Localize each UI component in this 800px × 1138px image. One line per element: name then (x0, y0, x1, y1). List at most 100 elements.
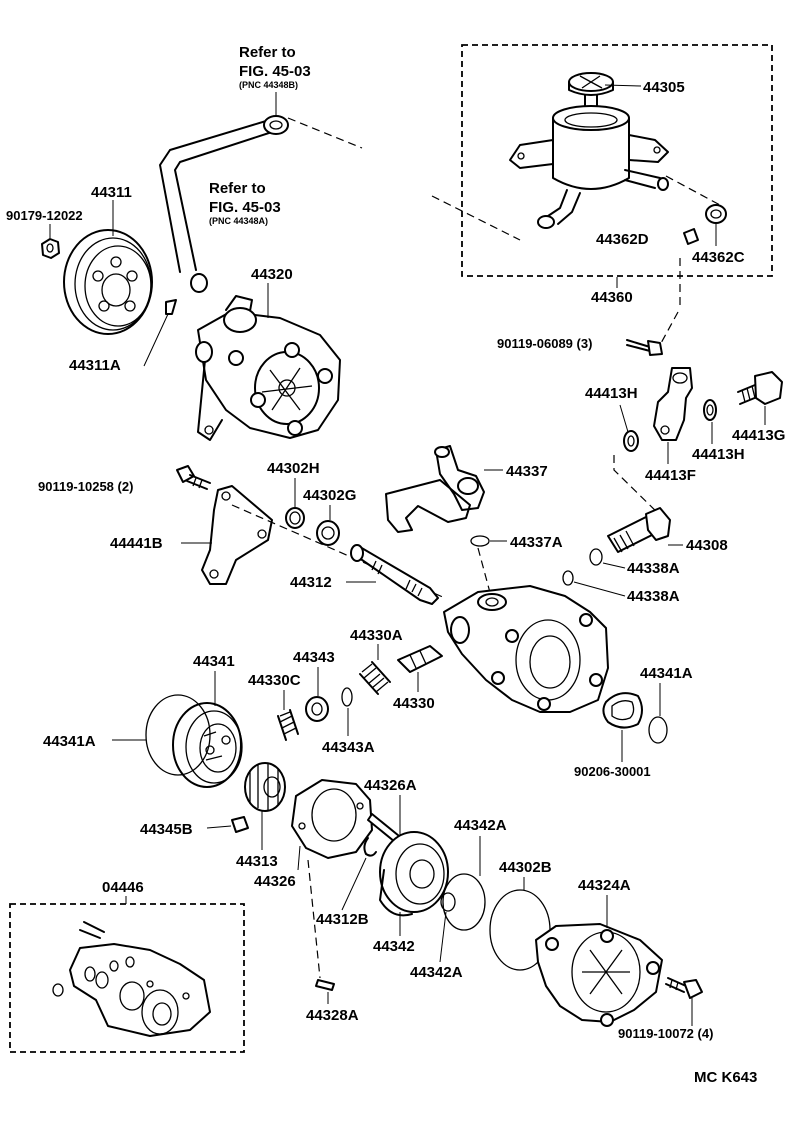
refer-note-44348B: Refer to FIG. 45-03 (PNC 44348B) (239, 44, 311, 115)
label-44302H: 44302H (267, 460, 320, 507)
label-44413F: 44413F (645, 442, 696, 484)
svg-text:44343A: 44343A (322, 739, 375, 756)
oring-44342A-top[interactable] (442, 873, 486, 931)
label-44342: 44342 (373, 912, 415, 955)
svg-text:44311A: 44311A (69, 357, 121, 374)
label-90206-30001: 90206-30001 (574, 730, 651, 779)
reservoir-44305[interactable] (509, 72, 669, 229)
label-44337A: 44337A (490, 534, 563, 551)
union-44308[interactable] (607, 507, 671, 553)
label-44413H-b: 44413H (692, 422, 745, 463)
svg-text:44302B: 44302B (499, 859, 552, 876)
svg-text:44362D: 44362D (596, 231, 649, 248)
label-44342A-bottom: 44342A (410, 911, 463, 981)
label-44338A-b: 44338A (573, 581, 680, 605)
svg-text:90179-12022: 90179-12022 (6, 208, 83, 223)
svg-text:44312: 44312 (290, 574, 332, 591)
oring-44338A-b[interactable] (562, 570, 574, 586)
washer-44413H-b[interactable] (703, 399, 717, 421)
svg-text:Refer to: Refer to (239, 44, 296, 61)
svg-text:44330C: 44330C (248, 672, 301, 689)
label-44311A: 44311A (69, 313, 169, 374)
plug-44343[interactable] (305, 696, 329, 722)
rotor-44313[interactable] (244, 762, 286, 812)
bolt-90119-10258[interactable] (176, 465, 211, 490)
svg-text:90119-06089 (3): 90119-06089 (3) (497, 336, 592, 351)
label-44342A-top: 44342A (454, 817, 507, 876)
svg-text:44337A: 44337A (510, 534, 563, 551)
refer-note-44348A: Refer to FIG. 45-03 (PNC 44348A) (209, 180, 281, 226)
vane-44345B[interactable] (231, 816, 249, 833)
label-44326: 44326 (254, 845, 301, 890)
svg-text:44441B: 44441B (110, 535, 163, 552)
svg-text:44311: 44311 (91, 184, 132, 201)
label-44330: 44330 (393, 672, 435, 712)
oring-44338A-a[interactable] (589, 548, 603, 566)
label-44345B: 44345B (140, 821, 232, 838)
label-44313: 44313 (236, 811, 278, 870)
union-44413F[interactable] (653, 367, 693, 441)
svg-text:44341A: 44341A (640, 665, 693, 682)
key-44311A[interactable] (165, 299, 177, 315)
svg-text:44330: 44330 (393, 695, 435, 712)
shaft-44312[interactable] (350, 544, 439, 605)
svg-text:44338A: 44338A (627, 560, 680, 577)
svg-text:44320: 44320 (251, 266, 293, 283)
bolt-90119-10072[interactable] (665, 977, 703, 999)
rear-cover-44324A[interactable] (535, 923, 663, 1027)
svg-text:44413H: 44413H (585, 385, 638, 402)
label-44311: 44311 (91, 184, 132, 236)
vane-pump-44320[interactable] (195, 295, 341, 441)
bolt-44413G[interactable] (737, 371, 783, 405)
suction-port-44337[interactable] (385, 445, 485, 533)
label-44413G: 44413G (732, 406, 785, 444)
spring-44330A[interactable] (359, 661, 391, 695)
oring-44341A-right[interactable] (648, 716, 668, 744)
label-90119-10072: 90119-10072 (4) (618, 998, 713, 1041)
svg-text:44342: 44342 (373, 938, 415, 955)
side-plate-44341[interactable] (172, 702, 243, 788)
washer-44413H-a[interactable] (623, 430, 639, 452)
label-90119-10258: 90119-10258 (2) (38, 479, 133, 494)
oring-44343A[interactable] (341, 687, 353, 707)
clamp-44362C[interactable] (705, 204, 727, 224)
oring-44337A[interactable] (470, 535, 490, 547)
gasket-kit-04446[interactable] (52, 921, 211, 1037)
svg-text:44345B: 44345B (140, 821, 193, 838)
svg-text:44413H: 44413H (692, 446, 745, 463)
svg-text:44342A: 44342A (454, 817, 507, 834)
spring-44330C[interactable] (277, 709, 299, 741)
label-44308: 44308 (668, 537, 728, 554)
seal-44302H[interactable] (285, 507, 305, 529)
pin-44328A[interactable] (315, 979, 335, 991)
hose-44362D[interactable] (683, 228, 699, 245)
nut-90179-12022[interactable] (41, 238, 60, 259)
label-44341A-right: 44341A (640, 665, 693, 716)
bracket-44441B[interactable] (201, 485, 273, 585)
svg-text:44313: 44313 (236, 853, 278, 870)
pulley-44311[interactable] (63, 229, 153, 335)
svg-text:(PNC 44348B): (PNC 44348B) (239, 80, 298, 90)
svg-text:44312B: 44312B (316, 911, 369, 928)
svg-text:FIG. 45-03: FIG. 45-03 (209, 199, 281, 216)
bolt-90119-06089[interactable] (626, 339, 663, 356)
label-44413H-a: 44413H (585, 385, 638, 433)
oring-44341A-left[interactable] (145, 694, 211, 776)
label-44312B: 44312B (316, 857, 369, 928)
oring-44342A-bottom[interactable] (440, 892, 456, 912)
pressure-plate-44342[interactable] (379, 831, 449, 917)
svg-text:44302G: 44302G (303, 487, 356, 504)
svg-text:44328A: 44328A (306, 1007, 359, 1024)
label-44341A-left: 44341A (43, 733, 146, 750)
label-44343: 44343 (293, 649, 335, 696)
cam-ring-44326[interactable] (291, 779, 373, 859)
label-44362C: 44362C (692, 223, 745, 266)
gasket-kit-box (9, 903, 245, 1053)
bearing-44302G[interactable] (316, 520, 340, 546)
valve-44330[interactable] (397, 645, 443, 673)
snap-ring-44312B[interactable] (363, 837, 377, 857)
svg-text:MC K643: MC K643 (694, 1069, 757, 1086)
label-44330A: 44330A (350, 627, 403, 660)
seal-90206-30001[interactable] (602, 692, 643, 729)
